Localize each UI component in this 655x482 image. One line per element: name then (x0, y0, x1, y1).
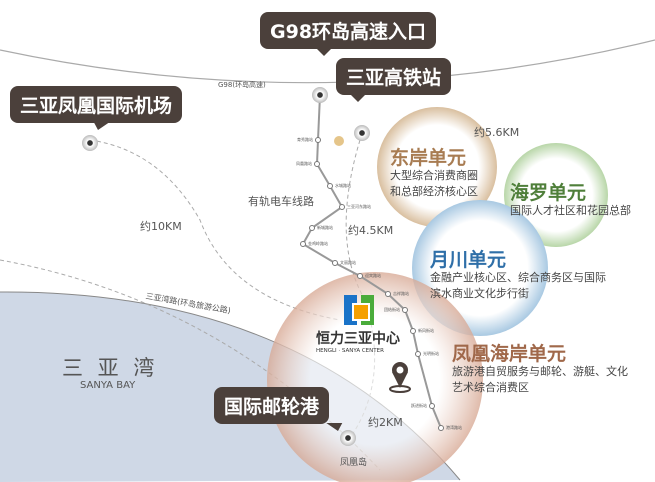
unit-title: 海罗单元 (510, 182, 587, 204)
station-label: 文丽路站 (340, 260, 356, 265)
unit-desc: 国际人才社区和花园总部 (510, 204, 631, 217)
station-label: 育秀路站 (297, 137, 313, 142)
station-label: 金鸡岭路站 (308, 241, 328, 246)
station-label: 跃进街站 (411, 403, 427, 408)
station-dot (309, 225, 315, 231)
station-label: 光明街站 (423, 351, 439, 356)
station-dot (410, 328, 416, 334)
station-label: 新风街站 (418, 328, 434, 333)
bay-name-en: SANYA BAY (80, 380, 136, 391)
distance-label: 约2KM (368, 416, 403, 429)
station-dot (314, 161, 320, 167)
station-label: 迎宾路站 (365, 273, 381, 278)
station-dot (327, 183, 333, 189)
station-dot (429, 403, 435, 409)
hengli-logo (344, 295, 374, 325)
station-dot (402, 307, 408, 313)
hsr-marker (354, 125, 370, 141)
station-dot (415, 351, 421, 357)
unit-desc: 金融产业核心区、综合商务区与国际滨水商业文化步行街 (430, 271, 606, 300)
unit-desc: 旅游港自贸服务与邮轮、游艇、文化艺术综合消费区 (452, 365, 628, 394)
station-label: 三亚河东路站 (347, 204, 371, 209)
unit-title: 东岸单元 (390, 147, 467, 169)
station-label: 水城路站 (335, 183, 351, 188)
station-dot (357, 273, 363, 279)
airport-marker (82, 135, 98, 151)
station-dot (438, 425, 444, 431)
g98-entrance-marker (312, 87, 328, 103)
callout-airport: 三亚凤凰国际机场 (10, 86, 183, 123)
station-label: 凤凰路站 (296, 161, 312, 166)
distance-label: 约5.6KM (474, 126, 520, 139)
station-icon (334, 136, 344, 146)
unit-title: 凤凰海岸单元 (452, 343, 567, 365)
callout-g98-entrance: G98环岛高速入口 (260, 12, 437, 56)
dongan-circle (377, 107, 497, 227)
unit-desc: 大型综合消费商圈和总部经济核心区 (390, 169, 478, 198)
callout-sanya-hsr: 三亚高铁站 (336, 58, 452, 102)
station-label: 团结街站 (384, 307, 400, 312)
station-label: 港湾路站 (446, 425, 462, 430)
station-dot (315, 137, 321, 143)
station-dot (339, 204, 345, 210)
station-dot (385, 291, 391, 297)
unit-title: 月川单元 (430, 249, 507, 271)
hailuo-circle (504, 143, 608, 247)
callout-cruise-port: 国际邮轮港 (214, 387, 330, 424)
station-dot (300, 241, 306, 247)
tram-label: 有轨电车线路 (248, 195, 314, 208)
logo-text-en: HENGLI · SANYA CENTER (316, 348, 384, 354)
g98-highway (0, 39, 655, 84)
station-dot (332, 260, 338, 266)
island-label: 凤凰岛 (340, 458, 368, 468)
station-label: 新城路站 (317, 225, 333, 230)
logo-text: 恒力三亚中心 (316, 331, 400, 347)
bay-name: 三 亚 湾 (62, 356, 159, 380)
distance-label: 约10KM (140, 220, 182, 233)
g98-label: G98(环岛高速) (218, 81, 266, 89)
distance-label: 约4.5KM (348, 224, 394, 237)
station-label: 吉祥路站 (393, 291, 409, 296)
fenghuang-circle (267, 272, 483, 482)
